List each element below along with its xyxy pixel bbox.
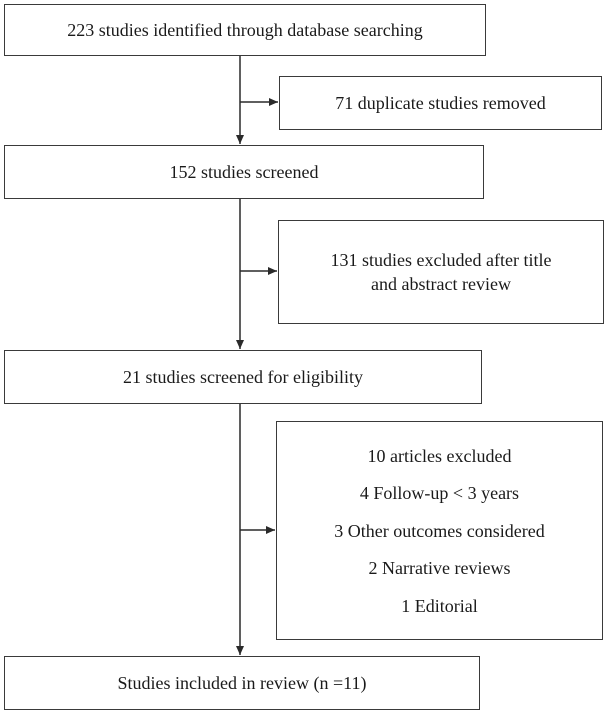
exclusion-reason: 4 Follow-up < 3 years	[359, 483, 520, 503]
identified-box: 223 studies identified through database …	[4, 4, 486, 56]
screened-text: 152 studies screened	[169, 162, 319, 182]
excluded-title-abstract-line-2: and abstract review	[371, 274, 511, 294]
included-box: Studies included in review (n =11)	[4, 656, 480, 710]
excluded-title-abstract-box: 131 studies excluded after title and abs…	[278, 220, 604, 324]
excluded-title-abstract-line-1: 131 studies excluded after title	[330, 250, 552, 270]
screened-eligibility-box: 21 studies screened for eligibility	[4, 350, 482, 404]
included-text: Studies included in review (n =11)	[117, 673, 367, 693]
duplicates-removed-text: 71 duplicate studies removed	[335, 93, 546, 113]
exclusion-reason: 3 Other outcomes considered	[334, 520, 545, 541]
exclusion-reason: 1 Editorial	[401, 595, 478, 616]
identified-text: 223 studies identified through database …	[67, 20, 423, 40]
duplicates-removed-box: 71 duplicate studies removed	[279, 76, 602, 130]
articles-excluded-box: 10 articles excluded 4 Follow-up < 3 yea…	[276, 421, 603, 640]
screened-eligibility-text: 21 studies screened for eligibility	[123, 367, 363, 387]
screened-box: 152 studies screened	[4, 145, 484, 199]
articles-excluded-heading: 10 articles excluded	[367, 445, 512, 466]
exclusion-reason: 2 Narrative reviews	[368, 558, 511, 578]
